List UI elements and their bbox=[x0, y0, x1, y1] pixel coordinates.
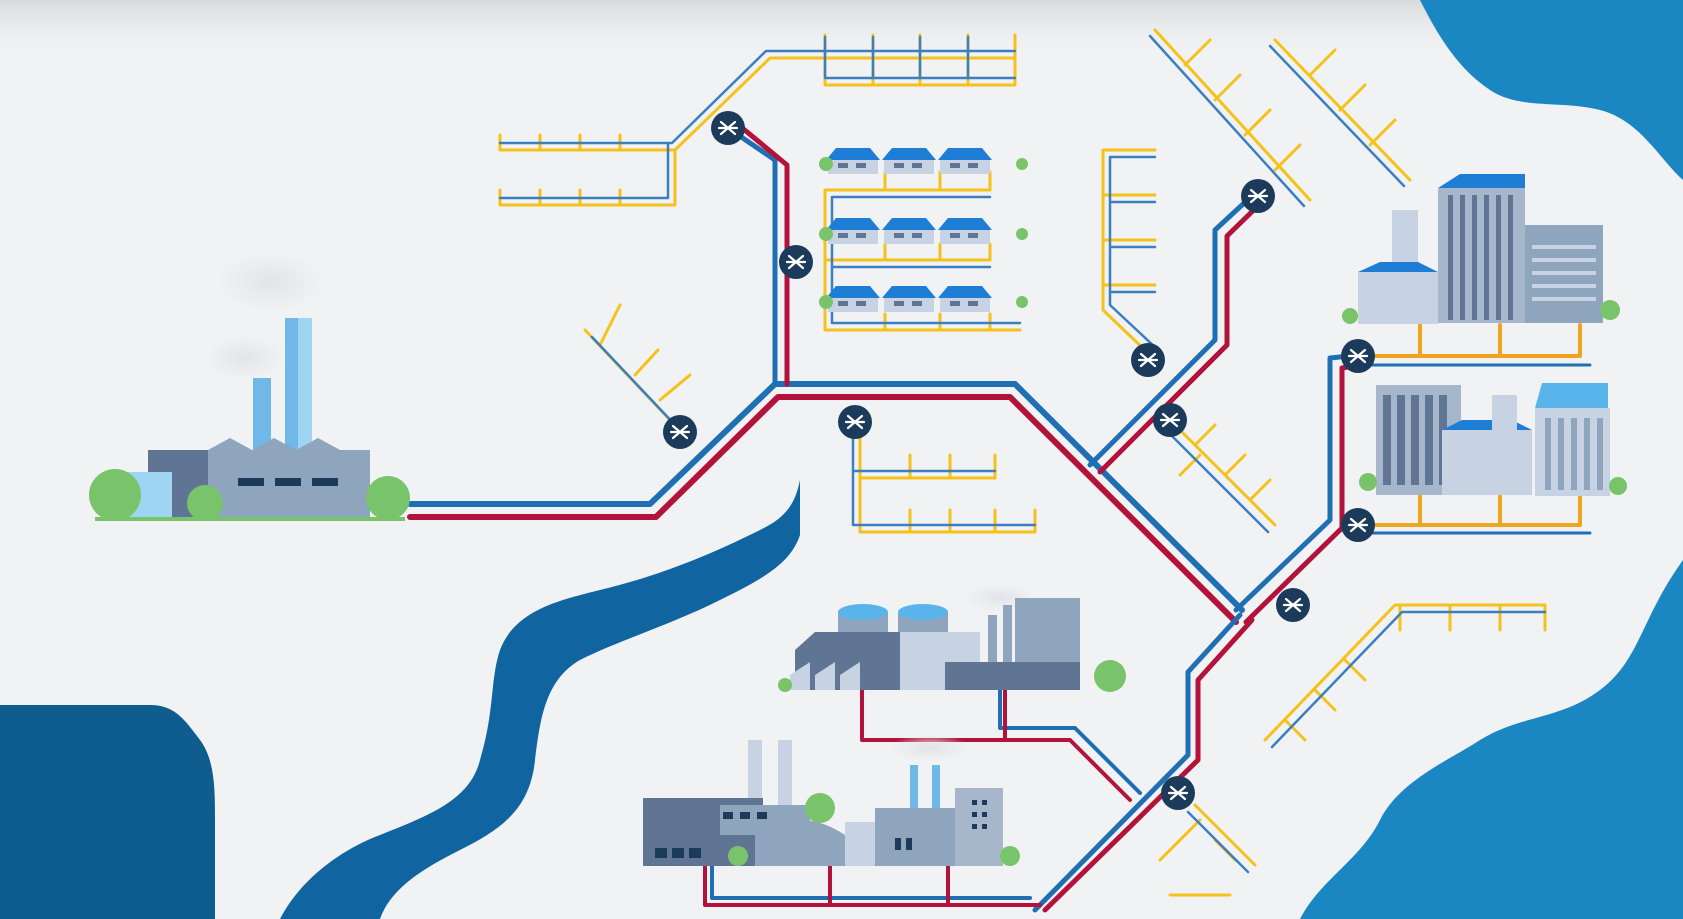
tree-icon bbox=[187, 485, 223, 521]
water-right bbox=[1300, 560, 1683, 919]
return-south-trunk bbox=[1032, 612, 1243, 913]
valve-icon bbox=[663, 415, 697, 449]
chimney bbox=[748, 740, 762, 810]
valve-icon bbox=[838, 405, 872, 439]
factory-icon bbox=[875, 808, 955, 866]
ground-line bbox=[95, 517, 405, 521]
office-district-south bbox=[1359, 383, 1627, 496]
factory-icon bbox=[955, 788, 1003, 866]
tree-icon bbox=[1094, 660, 1126, 692]
tree-icon bbox=[819, 295, 833, 309]
plant-window bbox=[312, 478, 338, 486]
tree-icon bbox=[728, 846, 748, 866]
storage-tank-top bbox=[898, 604, 948, 620]
house-icon bbox=[826, 286, 880, 312]
return-northeast-branch bbox=[1087, 190, 1258, 468]
chimney-short bbox=[253, 378, 271, 453]
smoke-cloud bbox=[205, 336, 285, 380]
industrial-site-lower bbox=[643, 734, 1020, 866]
supply-lower-factory-feed bbox=[703, 863, 1042, 907]
storage-tank-top bbox=[838, 604, 888, 620]
tower-windows bbox=[1532, 245, 1596, 301]
tree-icon bbox=[89, 469, 141, 521]
chimney bbox=[1003, 605, 1012, 665]
house-icon bbox=[882, 218, 936, 244]
house-icon bbox=[882, 286, 936, 312]
smoke-cloud bbox=[890, 734, 970, 762]
tree-icon bbox=[819, 227, 833, 241]
tree-icon bbox=[1016, 158, 1028, 170]
office-district-north bbox=[1342, 174, 1620, 324]
main-pipes bbox=[407, 119, 1592, 913]
chimney bbox=[988, 615, 997, 665]
tower-windows bbox=[1545, 418, 1603, 490]
valve-icon bbox=[1131, 343, 1165, 377]
house-icon bbox=[938, 218, 992, 244]
house-icon bbox=[826, 148, 880, 174]
tree-icon bbox=[1600, 300, 1620, 320]
office-lowrise bbox=[1358, 272, 1438, 324]
supply-upper-factory-feed bbox=[860, 688, 1132, 802]
valve-icon bbox=[1276, 588, 1310, 622]
return-upper-factory-feed bbox=[998, 688, 1142, 795]
smoke-cloud bbox=[215, 252, 325, 312]
chimney bbox=[910, 765, 918, 810]
return-lower-factory-feed bbox=[710, 863, 1032, 900]
valves bbox=[663, 111, 1375, 810]
valve-icon bbox=[1153, 403, 1187, 437]
tree-icon bbox=[805, 793, 835, 823]
plant-window bbox=[238, 478, 264, 486]
valve-icon bbox=[711, 111, 745, 145]
tower-stripes bbox=[1448, 195, 1513, 320]
local-distribution bbox=[498, 28, 1547, 897]
office-lowrise bbox=[1442, 430, 1532, 495]
valve-icon bbox=[1161, 776, 1195, 810]
chimney-tall-highlight bbox=[298, 318, 312, 453]
tree-icon bbox=[366, 476, 410, 520]
power-plant bbox=[89, 252, 410, 521]
water-top-right bbox=[1420, 0, 1683, 180]
tree-icon bbox=[1000, 846, 1020, 866]
residential-houses bbox=[819, 148, 1028, 312]
house-icon bbox=[938, 286, 992, 312]
office-lowrise-roof bbox=[1358, 262, 1438, 272]
tree-icon bbox=[778, 678, 792, 692]
chimney bbox=[932, 765, 940, 810]
office-glass-top bbox=[1535, 383, 1608, 408]
valve-icon bbox=[1341, 339, 1375, 373]
office-tower-icon bbox=[1492, 395, 1517, 435]
return-north-branch bbox=[725, 125, 778, 387]
house-icon bbox=[938, 148, 992, 174]
factory-windows bbox=[655, 800, 987, 858]
supply-north-branch bbox=[732, 119, 790, 387]
valve-icon bbox=[1241, 179, 1275, 213]
water-bottom-left bbox=[0, 705, 215, 919]
tree-icon bbox=[819, 157, 833, 171]
factory-vault-roof bbox=[755, 820, 845, 866]
plant-window bbox=[275, 478, 301, 486]
chimney bbox=[778, 740, 792, 810]
tree-icon bbox=[1359, 473, 1377, 491]
office-blue-feeds bbox=[1358, 363, 1592, 535]
supply-south-trunk bbox=[1042, 617, 1255, 913]
tree-icon bbox=[1016, 228, 1028, 240]
supply-main-west bbox=[407, 394, 1239, 625]
water-river bbox=[280, 480, 800, 919]
valve-icon bbox=[779, 245, 813, 279]
house-icon bbox=[826, 218, 880, 244]
office-tower-roof bbox=[1438, 174, 1525, 188]
tree-icon bbox=[1609, 477, 1627, 495]
factory-icon bbox=[945, 662, 1080, 690]
valve-icon bbox=[1341, 508, 1375, 542]
supply-lower-factory-risers bbox=[828, 688, 1007, 907]
tree-icon bbox=[1016, 296, 1028, 308]
industrial-site-upper bbox=[778, 584, 1126, 692]
office-top-feeds bbox=[1358, 323, 1582, 527]
house-icon bbox=[882, 148, 936, 174]
factory-sawtooth-roof bbox=[790, 662, 860, 690]
tree-icon bbox=[1342, 308, 1358, 324]
